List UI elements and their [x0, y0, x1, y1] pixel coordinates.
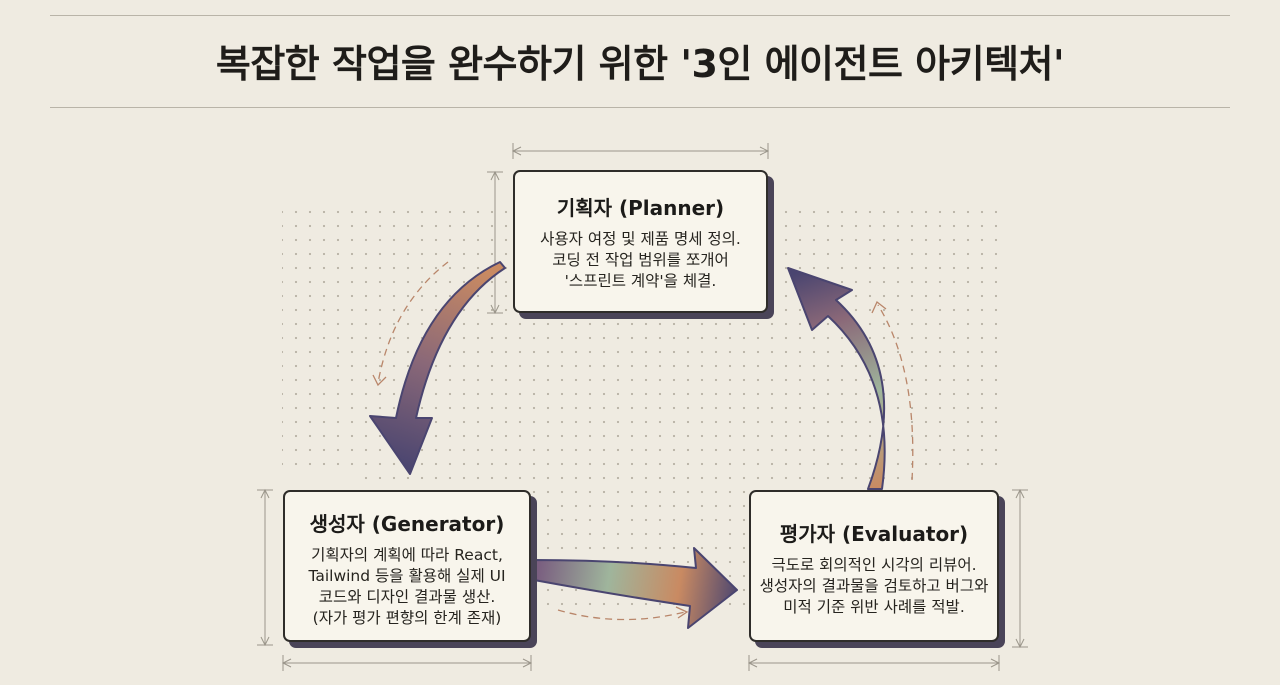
- generator-line-3: 코드와 디자인 결과물 생산.: [318, 588, 496, 606]
- evaluator-line-1: 극도로 회의적인 시각의 리뷰어.: [771, 556, 977, 574]
- arrow-planner-to-generator: [369, 261, 506, 475]
- generator-line-1: 기획자의 계획에 따라 React,: [311, 546, 503, 564]
- arrow-generator-to-evaluator: [533, 547, 738, 629]
- planner-title: 기획자 (Planner): [556, 196, 725, 220]
- planner-line-1: 사용자 여정 및 제품 명세 정의.: [540, 230, 741, 248]
- generator-description: 기획자의 계획에 따라 React, Tailwind 등을 활용해 실제 UI…: [285, 545, 529, 629]
- planner-line-2: 코딩 전 작업 범위를 쪼개어: [552, 251, 729, 269]
- dimension-guides: [257, 143, 1028, 671]
- flow-guides: [372, 261, 914, 621]
- generator-line-2: Tailwind 등을 활용해 실제 UI: [308, 567, 506, 585]
- evaluator-title: 평가자 (Evaluator): [779, 522, 969, 546]
- generator-title: 생성자 (Generator): [309, 512, 505, 536]
- generator-card: 생성자 (Generator) 기획자의 계획에 따라 React, Tailw…: [283, 490, 531, 642]
- page-title: 복잡한 작업을 완수하기 위한 '3인 에이전트 아키텍처': [215, 42, 1065, 86]
- evaluator-description: 극도로 회의적인 시각의 리뷰어. 생성자의 결과물을 검토하고 버그와 미적 …: [751, 555, 997, 618]
- bottom-rule: [50, 107, 1230, 108]
- top-rule: [50, 15, 1230, 16]
- planner-card: 기획자 (Planner) 사용자 여정 및 제품 명세 정의. 코딩 전 작업…: [513, 170, 768, 313]
- planner-description: 사용자 여정 및 제품 명세 정의. 코딩 전 작업 범위를 쪼개어 '스프린트…: [515, 229, 766, 292]
- evaluator-line-3: 미적 기준 위반 사례를 적발.: [783, 598, 965, 616]
- evaluator-card: 평가자 (Evaluator) 극도로 회의적인 시각의 리뷰어. 생성자의 결…: [749, 490, 999, 642]
- generator-line-4: (자가 평가 편향의 한계 존재): [312, 609, 502, 627]
- arrow-evaluator-to-planner: [787, 267, 886, 490]
- planner-line-3: '스프린트 계약'을 체결.: [564, 272, 717, 290]
- evaluator-line-2: 생성자의 결과물을 검토하고 버그와: [759, 577, 989, 595]
